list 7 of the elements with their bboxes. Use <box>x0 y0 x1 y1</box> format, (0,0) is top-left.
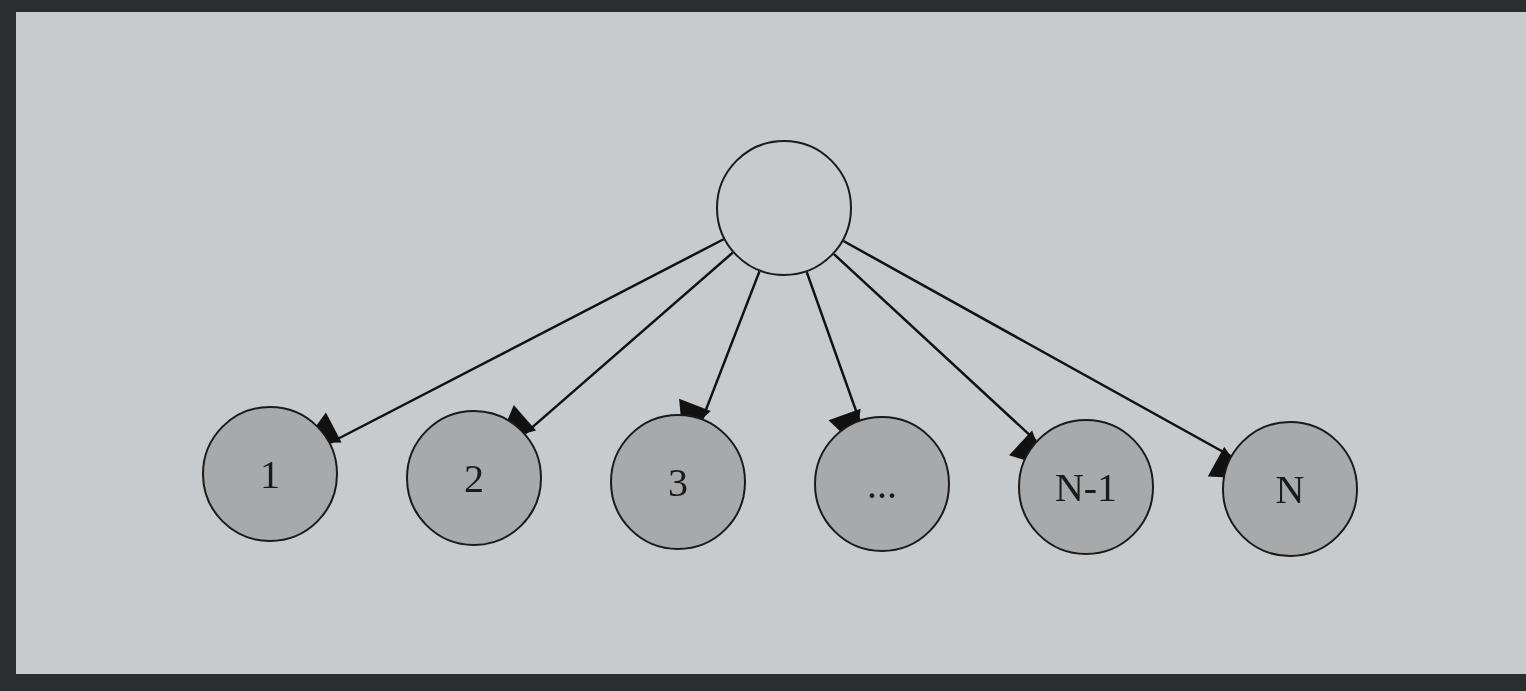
circle-node <box>716 140 852 276</box>
node-label: 1 <box>260 450 280 498</box>
node-label: N <box>1275 465 1305 513</box>
node-label: 3 <box>668 458 688 506</box>
node-label: 2 <box>464 454 484 502</box>
node-label: ... <box>867 460 897 508</box>
node-label: N-1 <box>1054 463 1118 511</box>
